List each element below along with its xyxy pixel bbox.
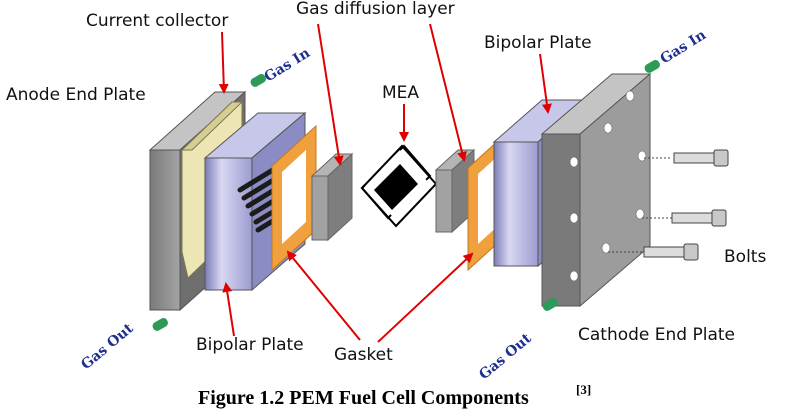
gas-port-cathode-out bbox=[542, 298, 558, 311]
flow-channels bbox=[237, 165, 291, 233]
label-gas-diffusion-layer: Gas diffusion layer bbox=[296, 0, 455, 19]
label-gas-out-left: Gas Out bbox=[78, 320, 137, 373]
mea bbox=[360, 144, 438, 228]
caption-reference: [3] bbox=[576, 382, 591, 397]
bolt-middle bbox=[642, 209, 727, 227]
label-gas-in-left: Gas In bbox=[262, 45, 313, 85]
gas-port-anode-out bbox=[152, 318, 168, 331]
label-mea: MEA bbox=[382, 83, 419, 103]
gas-port-anode-in bbox=[250, 74, 266, 87]
label-current-collector: Current collector bbox=[86, 11, 228, 31]
figure-caption: Figure 1.2 PEM Fuel Cell Components bbox=[198, 387, 529, 409]
label-gasket: Gasket bbox=[334, 345, 393, 365]
label-anode-end-plate: Anode End Plate bbox=[6, 85, 146, 105]
label-gas-out-right: Gas Out bbox=[476, 330, 535, 383]
arrow-current-collector bbox=[218, 31, 229, 94]
arrow-gdl-left bbox=[317, 23, 344, 166]
bolt-top bbox=[644, 149, 729, 167]
gas-port-cathode-in bbox=[644, 59, 660, 73]
gas-diffusion-layer-left bbox=[310, 152, 354, 242]
bolt-holes bbox=[569, 90, 647, 282]
gasket-left bbox=[271, 124, 317, 272]
cathode-end-plate bbox=[540, 72, 652, 308]
label-cathode-end-plate: Cathode End Plate bbox=[578, 325, 735, 345]
arrow-gasket-right bbox=[377, 252, 474, 343]
label-bipolar-plate-bottom: Bipolar Plate bbox=[196, 335, 304, 355]
arrow-gdl-right bbox=[429, 23, 467, 162]
arrow-bipolar-left bbox=[222, 282, 235, 337]
label-bolts: Bolts bbox=[724, 247, 766, 267]
label-bipolar-plate-top: Bipolar Plate bbox=[484, 33, 592, 53]
arrow-gasket-left bbox=[286, 250, 361, 341]
arrow-bipolar-right bbox=[539, 53, 552, 114]
label-gas-in-right: Gas In bbox=[658, 27, 709, 67]
bolt-bottom bbox=[608, 243, 699, 261]
